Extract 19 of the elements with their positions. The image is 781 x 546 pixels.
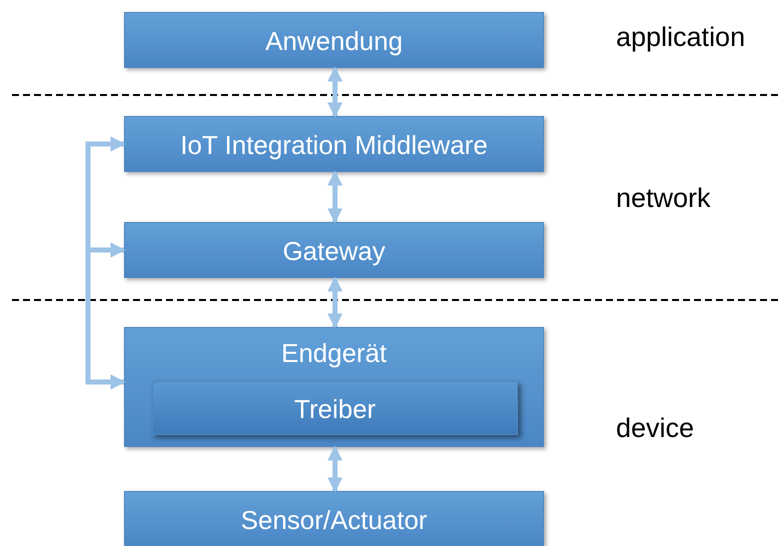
double-arrow (328, 446, 342, 492)
layer-name: device (616, 413, 694, 444)
box-label: Anwendung (264, 26, 404, 57)
double-arrow (328, 66, 342, 118)
layer-name: application (616, 22, 746, 53)
box-label: Treiber (293, 394, 377, 425)
box-label: Sensor/Actuator (240, 505, 428, 536)
layer-box (124, 12, 544, 68)
layer-box (124, 116, 544, 172)
layer-box (124, 222, 544, 278)
box-label: Gateway (282, 236, 386, 267)
layer-box (124, 327, 544, 447)
double-arrow (328, 276, 342, 328)
double-arrow (328, 170, 342, 224)
box-label: Endgerät (280, 338, 388, 369)
layer-name: network (616, 183, 711, 214)
inner-box (152, 381, 518, 435)
box-label: IoT Integration Middleware (179, 130, 489, 161)
layer-box (124, 491, 544, 546)
